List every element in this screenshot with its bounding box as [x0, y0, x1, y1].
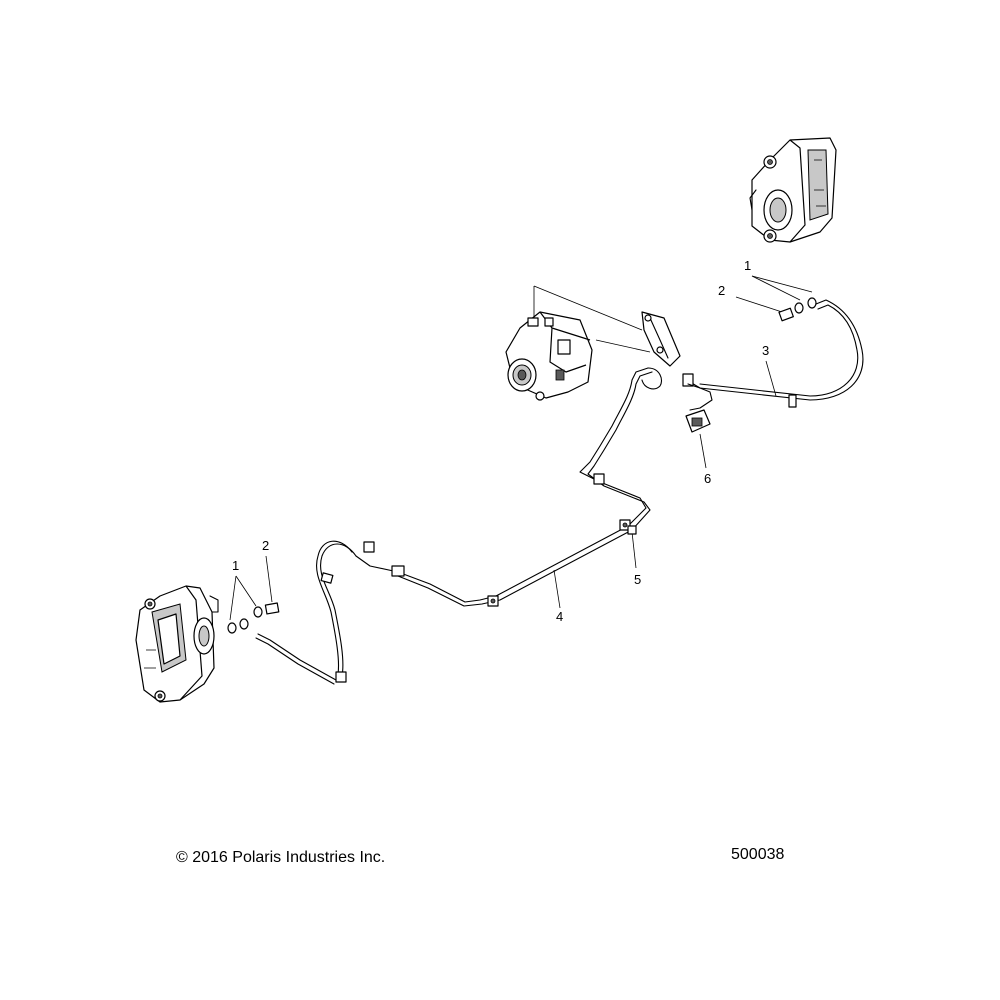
left-banjo-bolt [227, 602, 280, 634]
callout-1-right: 1 [744, 258, 751, 273]
abs-bracket [641, 311, 681, 367]
callout-2-right: 2 [718, 283, 725, 298]
callout-1-left: 1 [232, 558, 239, 573]
right-brake-caliper [749, 137, 837, 243]
callout-3: 3 [762, 343, 769, 358]
pressure-switch: 6 [685, 409, 711, 486]
line-clip [593, 473, 605, 485]
left-brake-hose [255, 540, 405, 685]
callout-4: 4 [556, 609, 563, 624]
left-brake-caliper [135, 585, 219, 703]
callout-2-left: 2 [262, 538, 269, 553]
right-banjo-bolt [778, 297, 817, 322]
right-brake-hose: 3 [682, 299, 864, 408]
left-callouts: 1 2 [229, 538, 273, 621]
copyright-text: © 2016 Polaris Industries Inc. [176, 849, 386, 866]
callout-6: 6 [704, 471, 711, 486]
callout-5: 5 [634, 572, 641, 587]
abs-module [505, 285, 651, 401]
right-callouts: 1 2 [718, 258, 813, 313]
diagram-number: 500038 [731, 846, 785, 863]
main-brake-line: 4 5 [355, 367, 713, 624]
